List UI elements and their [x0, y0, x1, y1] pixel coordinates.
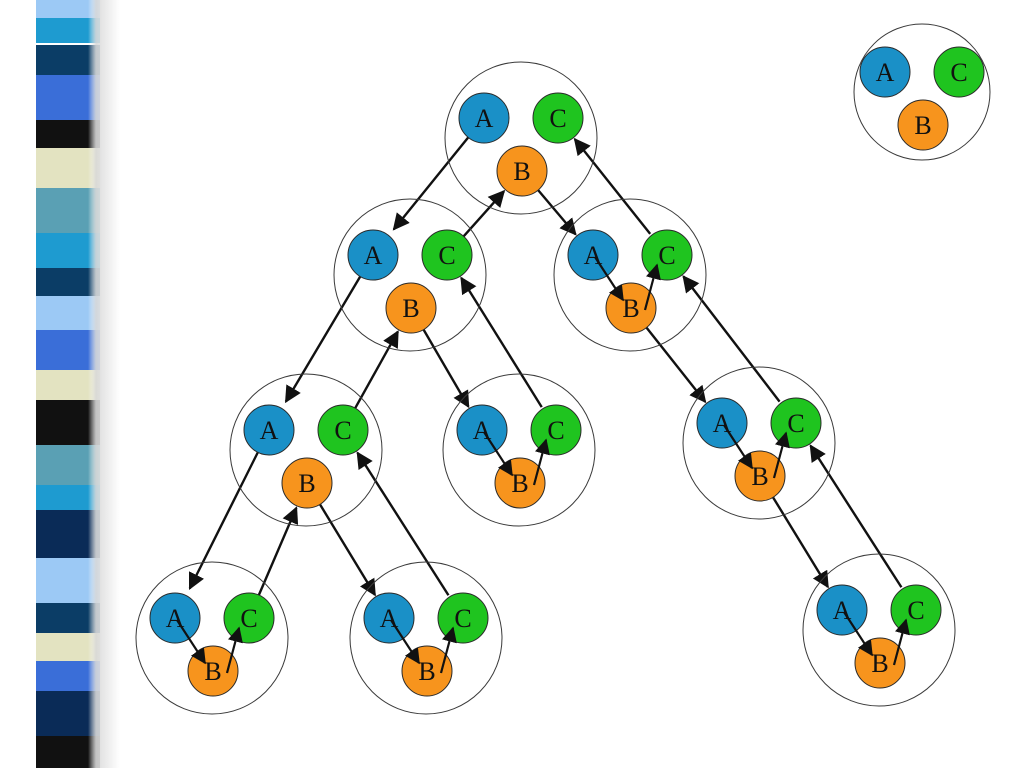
node-c [317, 404, 369, 456]
node-b-label: B [513, 157, 530, 186]
edge-a-down [392, 136, 470, 231]
node-c-label: C [658, 241, 675, 270]
edge-c-up-right [809, 444, 903, 588]
edge-b-down [537, 189, 577, 236]
internal-arrow-b-c [772, 431, 790, 479]
node-a [456, 404, 508, 456]
node-c-label: C [334, 416, 351, 445]
internal-arrow-b-c [643, 263, 661, 311]
edge-b-down [772, 496, 829, 589]
node-b-label: B [402, 294, 419, 323]
node-c-label: C [950, 58, 967, 87]
edge-c-up-right [356, 451, 450, 596]
node-b-label: B [204, 657, 221, 686]
edge-c-up [462, 189, 506, 238]
node-a [149, 592, 201, 644]
node-b-label: B [298, 469, 315, 498]
node-c-label: C [787, 409, 804, 438]
internal-arrow-b-c [892, 618, 910, 666]
node-b [897, 99, 949, 151]
state-group: A CB [229, 373, 383, 527]
state-ring [802, 553, 956, 707]
node-a [859, 46, 911, 98]
node-c-label: C [549, 104, 566, 133]
node-c-label: C [454, 604, 471, 633]
node-a-label: A [475, 104, 494, 133]
state-ring [444, 61, 598, 215]
node-b-label: B [914, 111, 931, 140]
node-a [567, 229, 619, 281]
edge-b-down [318, 503, 377, 597]
node-b [281, 457, 333, 509]
internal-arrow-b-c [439, 626, 457, 674]
state-group: A CB [333, 198, 487, 352]
node-a [458, 92, 510, 144]
internal-arrow-b-c [532, 438, 550, 486]
edge-a-down [284, 275, 362, 404]
edge-a-down [188, 451, 259, 590]
edge-b-down [422, 329, 470, 409]
internal-arrow-a-b [176, 619, 206, 665]
state-ring [853, 23, 991, 161]
node-a-label: A [364, 241, 383, 270]
state-ring [349, 561, 503, 715]
stripe-band [36, 0, 100, 18]
node-b-label: B [418, 657, 435, 686]
node-b [385, 282, 437, 334]
node-a-label: A [876, 58, 895, 87]
node-c-label: C [240, 604, 257, 633]
state-group: A CB [444, 61, 598, 215]
node-a-label: A [260, 416, 279, 445]
node-b [496, 145, 548, 197]
node-b-label: B [622, 294, 639, 323]
node-b-label: B [751, 462, 768, 491]
internal-arrow-a-b [843, 611, 873, 657]
node-c [421, 229, 473, 281]
node-b-label: B [511, 469, 528, 498]
internal-arrow-b-c [225, 626, 243, 674]
node-c [933, 46, 985, 98]
state-ring [442, 373, 596, 527]
node-a [243, 404, 295, 456]
internal-arrow-a-b [723, 424, 753, 470]
internal-arrow-a-b [390, 619, 420, 665]
edge-c-up-right [573, 137, 652, 235]
node-c [532, 92, 584, 144]
state-ring [135, 561, 289, 715]
edge-c-up-right [460, 276, 543, 408]
edge-c-up-right [682, 275, 781, 403]
node-c-label: C [438, 241, 455, 270]
state-ring [553, 198, 707, 352]
tree-edges [188, 136, 903, 597]
edge-c-up [257, 506, 299, 596]
legend-state-group: A CB [853, 23, 991, 161]
edge-c-up [354, 330, 399, 409]
node-c-label: C [907, 596, 924, 625]
node-a [363, 592, 415, 644]
state-ring [333, 198, 487, 352]
edge-b-down [645, 326, 707, 404]
decorative-stripe-bar [36, 0, 120, 768]
internal-arrow-a-b [594, 256, 624, 302]
node-a [696, 397, 748, 449]
node-a [816, 584, 868, 636]
node-b-label: B [871, 649, 888, 678]
state-ring [229, 373, 383, 527]
internal-arrow-a-b [483, 431, 513, 477]
node-c-label: C [547, 416, 564, 445]
state-ring [682, 366, 836, 520]
node-a [347, 229, 399, 281]
